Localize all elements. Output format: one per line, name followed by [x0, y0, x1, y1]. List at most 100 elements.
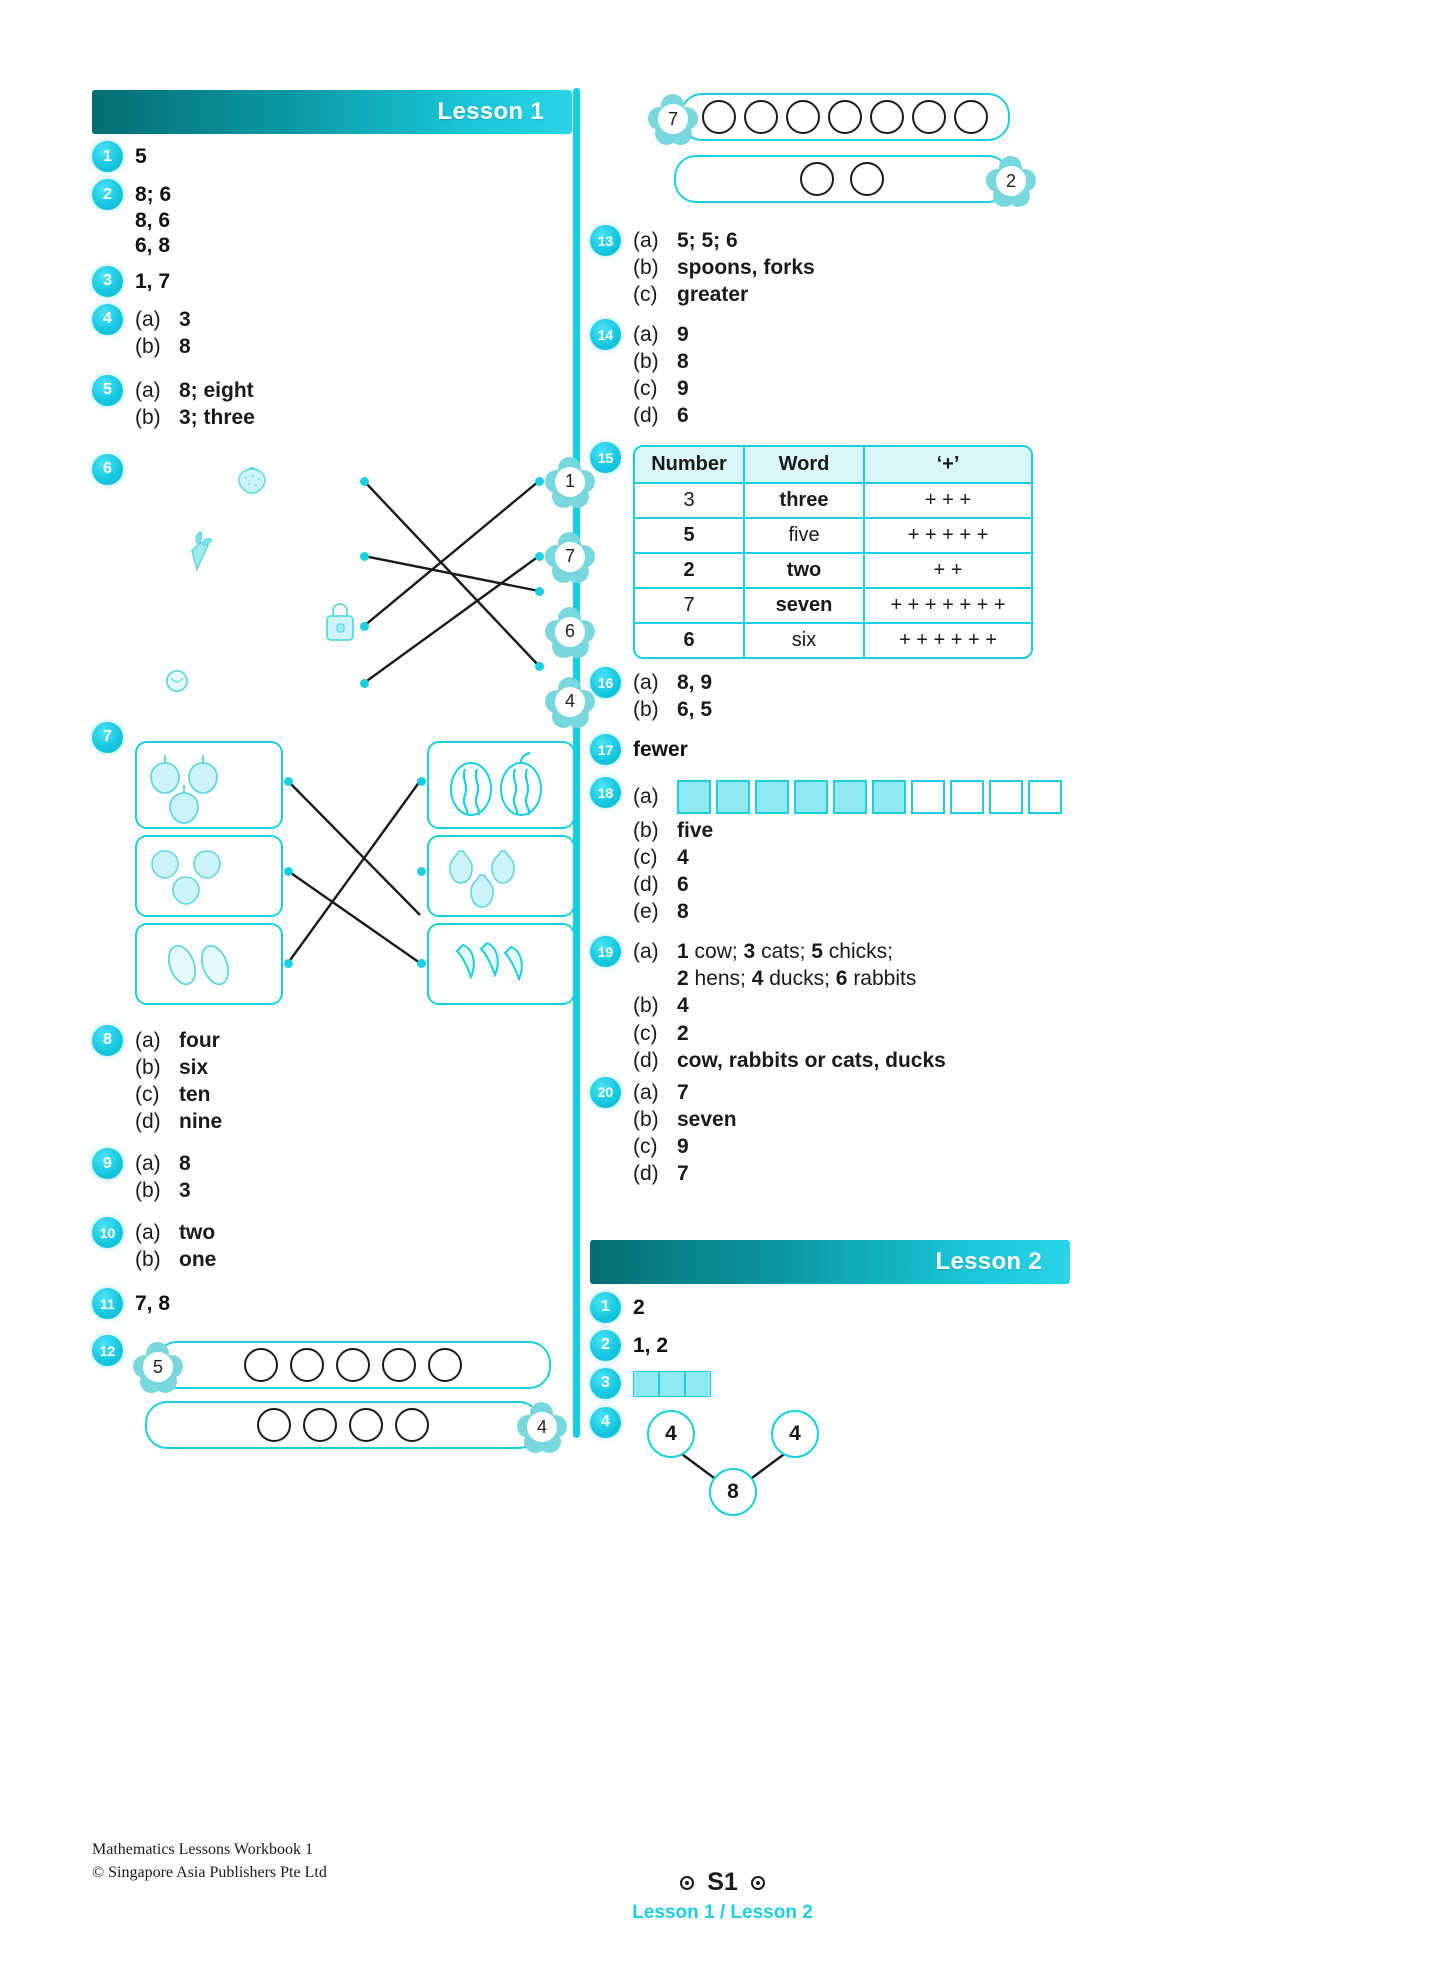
sub-label: (d) [633, 1048, 659, 1072]
table-row: 6 six + + + + + + [635, 624, 1031, 658]
answer-line: 2 [633, 1295, 645, 1319]
sub-value: six [179, 1055, 209, 1079]
answer-body: 1, 2 [633, 1330, 1070, 1359]
sub-value: 7 [677, 1080, 689, 1104]
flower-value: 7 [555, 541, 585, 572]
sub-label: (d) [633, 873, 659, 897]
answer-body: (a)8 (b)3 [135, 1148, 572, 1205]
sub-value: 8, 9 [677, 671, 713, 695]
sub-label: (c) [633, 377, 658, 401]
apple-icon-group [150, 754, 218, 824]
answer-row-4: 4 (a) 3 (b) 8 [92, 303, 572, 361]
question-number-badge: 8 [92, 1024, 123, 1056]
column-header-number: Number [635, 447, 745, 485]
sub-answer: (c)2 [633, 1021, 1070, 1047]
lemon-icon-group [167, 944, 230, 986]
flower-badge-2: 7 [545, 531, 595, 583]
count-label: chicks; [822, 940, 893, 964]
footer-credits: Mathematics Lessons Workbook 1 © Singapo… [92, 1838, 327, 1884]
sub-answer: 2 hens; 4 ducks; 6 rabbits [633, 966, 1070, 992]
empty-circle [395, 1408, 429, 1443]
answer-row-7: 7 [92, 721, 575, 1021]
answer-body: 8; 6 8, 6 6, 8 [135, 179, 572, 259]
flower-value: 1 [555, 466, 585, 497]
square-filled [872, 780, 906, 815]
bullet-left-icon [680, 1875, 695, 1890]
sub-value: 6 [677, 873, 689, 897]
q6-connector-dot [535, 586, 544, 596]
question-number-badge: 18 [590, 777, 621, 809]
sub-answer: (b) 8 [135, 334, 572, 360]
sub-value: spoons, forks [677, 256, 815, 280]
question-number-badge: 1 [590, 1291, 621, 1323]
lesson-1-title: Lesson 1 [437, 98, 544, 125]
sub-value: 5; 5; 6 [677, 229, 738, 252]
footer-page-marker: S1 Lesson 1 / Lesson 2 [0, 1868, 1445, 1924]
answer-body: 1, 7 [135, 266, 572, 295]
lesson-2-banner: Lesson 2 [590, 1239, 1070, 1284]
l2-answer-row-1: 1 2 [590, 1291, 1070, 1323]
answer-body: (a)9 (b)8 (c)9 (d)6 [633, 319, 1070, 430]
q6-connector-dot [360, 476, 369, 486]
answer-row-14: 14 (a)9 (b)8 (c)9 (d)6 [590, 319, 1070, 430]
unit-cell [659, 1370, 685, 1397]
count-label: rabbits [847, 967, 917, 991]
sub-value: ten [179, 1083, 211, 1107]
lesson-1-banner: Lesson 1 [92, 90, 572, 134]
q18-square-row [677, 780, 1062, 815]
cell-plus: + + [865, 554, 1031, 590]
sub-label: (a) [633, 323, 659, 347]
answer-body: 1 7 6 4 [135, 454, 595, 728]
sub-value: 8 [179, 1152, 191, 1176]
number-bond-diagram: 4 4 8 [633, 1409, 893, 1520]
cell-word: seven [745, 589, 865, 625]
q7-match-lines [287, 780, 421, 964]
bond-part-left: 4 [647, 1409, 695, 1458]
q6-matching-diagram: 1 7 6 4 [135, 456, 595, 728]
question-number-badge: 15 [590, 442, 621, 474]
sub-value: cow, rabbits or cats, ducks [677, 1048, 946, 1072]
answer-row-9: 9 (a)8 (b)3 [92, 1148, 572, 1205]
count-label: cats; [755, 940, 812, 964]
sub-label: (c) [633, 1021, 658, 1045]
sub-label: (a) [135, 307, 161, 331]
square-filled [794, 780, 828, 815]
sub-value: 3 [179, 307, 191, 331]
l2-answer-row-3: 3 [590, 1367, 1070, 1399]
question-number-badge: 16 [590, 667, 621, 699]
sub-answer: (d) 6 [633, 872, 1070, 898]
question-number-badge: 4 [92, 303, 123, 335]
answer-body: (a)5; 5; 6 (b)spoons, forks (c)greater [633, 225, 1070, 309]
sub-answer: (b)4 [633, 993, 1070, 1019]
answer-line: 1, 7 [135, 269, 171, 293]
strawberry-icon-group [151, 850, 221, 905]
sub-answer: (a)four [135, 1028, 572, 1054]
cell-word: three [745, 484, 865, 520]
q7-connector-dot [284, 776, 293, 786]
unit-cell [685, 1370, 711, 1397]
answer-body: 7, 8 [135, 1288, 572, 1317]
question-number-badge: 12 [92, 1335, 123, 1367]
bond-part-right: 4 [771, 1409, 819, 1458]
sub-answer: (b) 3; three [135, 405, 572, 431]
sub-value: 9 [677, 323, 689, 347]
answer-row-13: 13 (a)5; 5; 6 (b)spoons, forks (c)greate… [590, 225, 1070, 309]
answer-body: (a) 1 cow; 3 cats; 5 chicks; 2 hens; 4 d… [633, 936, 1070, 1074]
sub-label: (b) [135, 1179, 161, 1203]
sub-label: (c) [633, 846, 658, 870]
sub-label: (d) [633, 1161, 659, 1185]
answer-row-12: 12 5 [92, 1335, 572, 1460]
cell-number: 7 [635, 589, 745, 625]
answer-row-19: 19 (a) 1 cow; 3 cats; 5 chicks; 2 hens; … [590, 936, 1070, 1074]
empty-circle [336, 1348, 370, 1383]
sub-label: (b) [135, 405, 161, 429]
watermelon-icon-group [450, 751, 542, 816]
answer-body: 4 4 8 [633, 1407, 1070, 1520]
table-row: 7 seven + + + + + + + [635, 589, 1031, 625]
sub-answer: (a) 1 cow; 3 cats; 5 chicks; [633, 939, 1070, 965]
square-filled [755, 780, 789, 815]
sub-label: (a) [633, 940, 659, 964]
sub-value: one [179, 1248, 217, 1272]
count-value: 5 [811, 940, 823, 964]
